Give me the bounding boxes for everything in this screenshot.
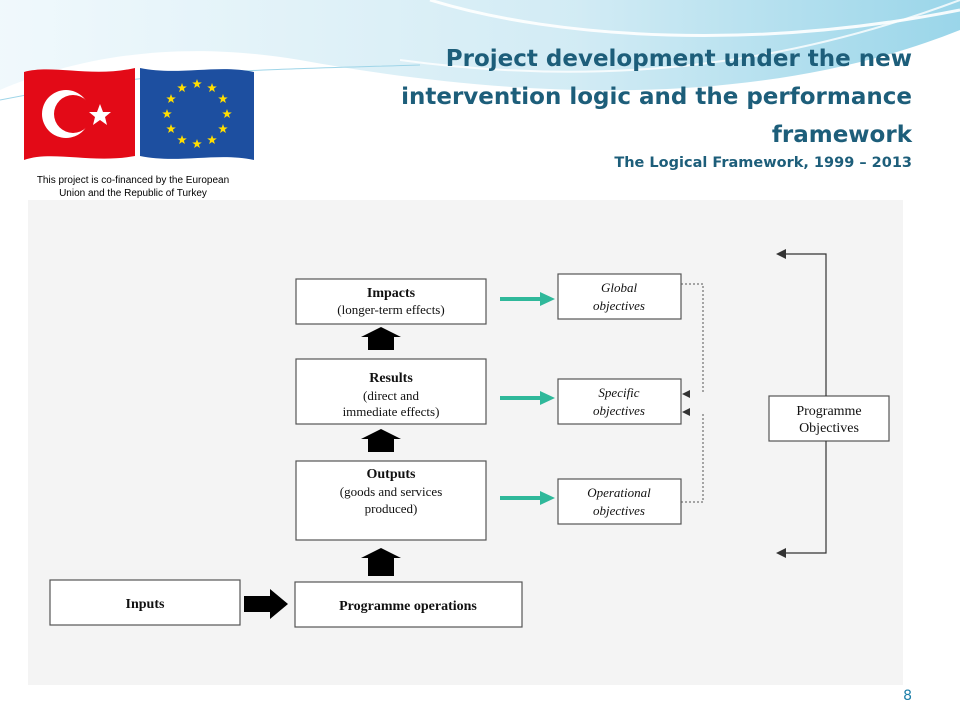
programme-bracket-line: [780, 441, 827, 554]
inputs-box: Inputs: [49, 579, 241, 626]
programme-bracket-arrowhead-top: [776, 249, 786, 259]
results-desc-line1: (direct and: [363, 388, 419, 403]
programme-objectives-box: Programme Objectives: [768, 395, 890, 442]
programme-operations-label: Programme operations: [339, 599, 477, 614]
up-arrow-outputs-to-results: [361, 429, 401, 452]
outputs-desc-line1: (goods and services: [340, 484, 443, 499]
eu-star-icon: [177, 135, 187, 144]
caption-line: This project is co-financed by the Europ…: [36, 175, 230, 186]
results-box: Results (direct and immediate effects): [295, 358, 487, 425]
eu-star-icon: [218, 94, 228, 103]
impacts-box: Impacts (longer-term effects): [295, 278, 487, 325]
programme-objectives-line2: Objectives: [799, 421, 859, 436]
programme-bracket-line: [780, 253, 827, 396]
eu-star-icon: [222, 109, 232, 118]
caption-line: Union and the Republic of Turkey: [59, 188, 207, 199]
dotted-connector-global: [681, 283, 704, 394]
teal-arrow-results-to-specific: [500, 391, 555, 405]
operational-objectives-box: Operational objectives: [557, 478, 682, 525]
eu-star-icon: [207, 135, 217, 144]
eu-star-icon: [218, 124, 228, 133]
outputs-title: Outputs: [366, 467, 416, 482]
eu-star-icon: [166, 94, 176, 103]
eu-star-icon: [207, 83, 217, 93]
eu-star-icon: [192, 139, 202, 148]
inputs-label: Inputs: [126, 597, 165, 612]
specific-objectives-line2: objectives: [593, 403, 645, 418]
up-arrow-operations-to-outputs: [361, 548, 401, 576]
global-objectives-box: Global objectives: [557, 273, 682, 320]
impacts-desc: (longer-term effects): [337, 302, 444, 317]
operational-objectives-line2: objectives: [593, 503, 645, 518]
dotted-arrowhead-specific-upper: [682, 390, 690, 398]
eu-star-icon: [177, 83, 187, 93]
right-arrow-inputs-to-operations: [244, 589, 288, 619]
global-objectives-line1: Global: [601, 280, 638, 295]
results-desc-line2: immediate effects): [343, 404, 440, 419]
results-title: Results: [369, 371, 413, 386]
page-number: 8: [903, 688, 912, 704]
operational-objectives-line1: Operational: [587, 485, 651, 500]
slide-title: Project development under the new interv…: [401, 46, 912, 148]
up-arrow-results-to-impacts: [361, 327, 401, 350]
programme-bracket-arrowhead-bottom: [776, 548, 786, 558]
header-swoosh-decoration: [0, 0, 960, 101]
global-objectives-line2: objectives: [593, 298, 645, 313]
outputs-box: Outputs (goods and services produced): [295, 460, 487, 541]
specific-objectives-line1: Specific: [598, 385, 639, 400]
dotted-connector-operational: [681, 412, 704, 503]
turkey-flag-icon: [24, 68, 135, 160]
impacts-title: Impacts: [367, 286, 416, 301]
cofinancing-caption: This project is co-financed by the Europ…: [8, 174, 258, 200]
logical-framework-diagram: Impacts (longer-term effects) Results (d…: [28, 200, 903, 685]
programme-operations-box: Programme operations: [294, 581, 523, 628]
teal-arrow-impacts-to-global: [500, 292, 555, 306]
programme-objectives-line1: Programme: [796, 404, 861, 419]
eu-star-icon: [166, 124, 176, 133]
dotted-arrowhead-specific-lower: [682, 408, 690, 416]
outputs-desc-line2: produced): [365, 501, 418, 516]
eu-star-icon: [192, 79, 202, 88]
teal-arrow-outputs-to-operational: [500, 491, 555, 505]
specific-objectives-box: Specific objectives: [557, 378, 682, 425]
eu-star-icon: [162, 109, 172, 118]
slide-subtitle: The Logical Framework, 1999 – 2013: [614, 155, 912, 171]
eu-flag-icon: [140, 68, 254, 160]
